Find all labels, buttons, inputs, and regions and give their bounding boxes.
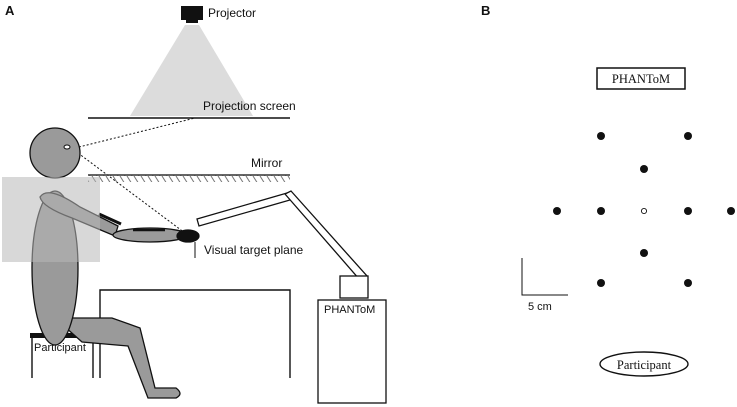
projection-beam — [130, 25, 253, 116]
phantom-arm-link-2 — [283, 190, 369, 281]
scale-bar — [521, 258, 568, 296]
phantom-robot-arm — [196, 190, 387, 404]
target-upper-middle — [640, 165, 648, 173]
participant-leg — [53, 317, 181, 399]
participant-hand — [176, 229, 200, 243]
panel-a-letter: A — [5, 3, 15, 18]
phantom-arm-link-1 — [196, 192, 291, 227]
phantom-box-label: PHANToM — [612, 72, 670, 86]
target-right — [684, 207, 692, 215]
target-lower-right — [684, 279, 692, 287]
projector-stand — [186, 20, 198, 23]
mirror-label: Mirror — [251, 156, 282, 170]
target-upper-left — [597, 132, 605, 140]
projection-screen-label: Projection screen — [203, 99, 296, 113]
target-far-right — [727, 207, 735, 215]
target-far-left — [553, 207, 561, 215]
participant-label: Participant — [34, 342, 86, 354]
phantom-box — [596, 67, 686, 90]
participant-ellipse-label: Participant — [617, 358, 672, 372]
phantom-base-top — [339, 275, 369, 299]
projector-label: Projector — [208, 6, 256, 20]
target-lower-middle — [640, 249, 648, 257]
participant-figure — [29, 127, 200, 399]
target-left — [597, 207, 605, 215]
sight-line-to-screen — [74, 117, 196, 149]
panel-b: B PHANToM 5 cm Participant — [481, 3, 735, 377]
panel-a: A Projector Projection screen Mirror Par… — [2, 3, 387, 404]
mirror-hatching — [88, 175, 290, 182]
participant-ellipse — [599, 351, 689, 377]
visual-target-plane-label: Visual target plane — [204, 243, 304, 257]
phantom-label: PHANToM — [324, 304, 375, 316]
target-lower-left — [597, 279, 605, 287]
participant-eye — [63, 144, 71, 150]
panel-b-letter: B — [481, 3, 490, 18]
participant-head — [29, 127, 81, 179]
phantom-cabinet — [317, 299, 387, 404]
upper-arm-strap — [98, 212, 122, 226]
target-array — [553, 132, 735, 287]
projector-icon — [181, 6, 203, 20]
target-upper-right — [684, 132, 692, 140]
mirror-occluder-overlay — [2, 177, 100, 262]
target-center-start — [640, 207, 648, 215]
scale-bar-label: 5 cm — [528, 301, 552, 313]
